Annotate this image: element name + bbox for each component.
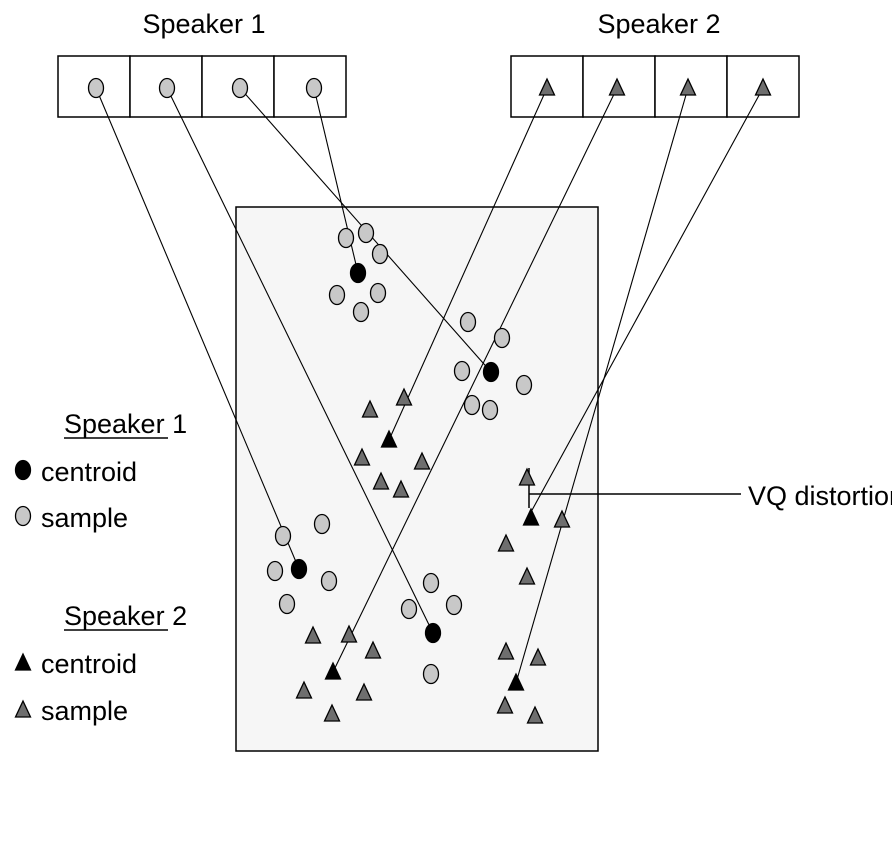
speaker-1-centroid-icon bbox=[349, 262, 367, 284]
speaker-2-sample-icon bbox=[526, 705, 544, 724]
speaker-2-sample-icon bbox=[496, 695, 514, 714]
speaker-2-sample-icon bbox=[395, 387, 413, 406]
speaker-2-sample-icon bbox=[553, 509, 571, 528]
speaker-1-sample-icon bbox=[328, 284, 346, 306]
speaker-1-sample-icon bbox=[369, 282, 387, 304]
feature-vectors bbox=[87, 77, 772, 724]
legend-sample-triangle-icon bbox=[14, 699, 32, 718]
speaker-1-sample-icon bbox=[320, 570, 338, 592]
speaker-1-sample-icon bbox=[422, 572, 440, 594]
speaker-2-centroid-icon bbox=[507, 672, 525, 691]
speaker-2-sample-icon bbox=[361, 399, 379, 418]
speaker-1-sample-icon bbox=[493, 327, 511, 349]
legend: Speaker 1 centroid sample Speaker 2 cent… bbox=[41, 409, 187, 726]
speaker-2-sample-icon bbox=[323, 703, 341, 722]
speaker-2-sample-icon bbox=[340, 624, 358, 643]
speaker-1-centroid-icon bbox=[424, 622, 442, 644]
codeword-links bbox=[95, 87, 764, 684]
link-line bbox=[166, 87, 434, 634]
speaker-1-sample-icon bbox=[337, 227, 355, 249]
speaker-1-sample-icon bbox=[459, 311, 477, 333]
codebook-title-speaker-1: Speaker 1 bbox=[142, 9, 265, 39]
speaker-2-sample-icon bbox=[392, 479, 410, 498]
speaker-2-centroid-icon bbox=[380, 429, 398, 448]
legend-label-speaker-1-sample: sample bbox=[41, 503, 128, 533]
speaker-2-sample-icon bbox=[355, 682, 373, 701]
codeword-circle-icon bbox=[305, 77, 323, 99]
speaker-2-sample-icon bbox=[364, 640, 382, 659]
legend-label-speaker-1-centroid: centroid bbox=[41, 457, 137, 487]
legend-heading-speaker-2: Speaker 2 bbox=[64, 601, 187, 631]
speaker-1-sample-icon bbox=[352, 301, 370, 323]
codeword-circle-icon bbox=[87, 77, 105, 99]
vq-distortion-annotation: VQ distortion bbox=[528, 468, 892, 511]
speaker-2-sample-icon bbox=[518, 467, 536, 486]
speaker-2-sample-icon bbox=[413, 451, 431, 470]
speaker-2-sample-icon bbox=[353, 447, 371, 466]
codeword-cell bbox=[726, 55, 800, 118]
speaker-2-centroid-icon bbox=[324, 661, 342, 680]
link-line bbox=[95, 87, 300, 570]
codebook-speaker-2 bbox=[510, 55, 800, 118]
link-line bbox=[515, 87, 689, 684]
link-line bbox=[388, 87, 548, 441]
speaker-1-sample-icon bbox=[274, 525, 292, 547]
speaker-1-centroid-icon bbox=[290, 558, 308, 580]
speaker-2-sample-icon bbox=[497, 641, 515, 660]
legend-label-speaker-2-centroid: centroid bbox=[41, 649, 137, 679]
codeword-triangle-icon bbox=[608, 77, 626, 96]
codeword-triangle-icon bbox=[754, 77, 772, 96]
speaker-1-sample-icon bbox=[278, 593, 296, 615]
speaker-1-centroid-icon bbox=[482, 361, 500, 383]
codebook-title-speaker-2: Speaker 2 bbox=[597, 9, 720, 39]
annotation-label: VQ distortion bbox=[748, 481, 892, 511]
speaker-2-sample-icon bbox=[518, 566, 536, 585]
speaker-2-sample-icon bbox=[295, 680, 313, 699]
speaker-1-sample-icon bbox=[400, 598, 418, 620]
codeword-circle-icon bbox=[231, 77, 249, 99]
speaker-1-sample-icon bbox=[422, 663, 440, 685]
speaker-1-sample-icon bbox=[357, 222, 375, 244]
speaker-1-sample-icon bbox=[515, 374, 533, 396]
speaker-2-sample-icon bbox=[304, 625, 322, 644]
speaker-2-centroid-icon bbox=[522, 507, 540, 526]
codeword-triangle-icon bbox=[679, 77, 697, 96]
speaker-1-sample-icon bbox=[481, 399, 499, 421]
link-line bbox=[530, 87, 764, 513]
codeword-triangle-icon bbox=[538, 77, 556, 96]
speaker-2-sample-icon bbox=[529, 647, 547, 666]
legend-centroid-circle-icon bbox=[14, 459, 32, 481]
speaker-1-sample-icon bbox=[371, 243, 389, 265]
legend-centroid-triangle-icon bbox=[14, 652, 32, 671]
legend-sample-circle-icon bbox=[14, 505, 32, 527]
speaker-1-sample-icon bbox=[313, 513, 331, 535]
speaker-1-sample-icon bbox=[453, 360, 471, 382]
speaker-2-sample-icon bbox=[372, 471, 390, 490]
legend-heading-speaker-1: Speaker 1 bbox=[64, 409, 187, 439]
speaker-1-sample-icon bbox=[266, 560, 284, 582]
speaker-1-sample-icon bbox=[463, 394, 481, 416]
legend-label-speaker-2-sample: sample bbox=[41, 696, 128, 726]
codeword-circle-icon bbox=[158, 77, 176, 99]
link-line bbox=[332, 87, 618, 673]
speaker-1-sample-icon bbox=[445, 594, 463, 616]
speaker-2-sample-icon bbox=[497, 533, 515, 552]
